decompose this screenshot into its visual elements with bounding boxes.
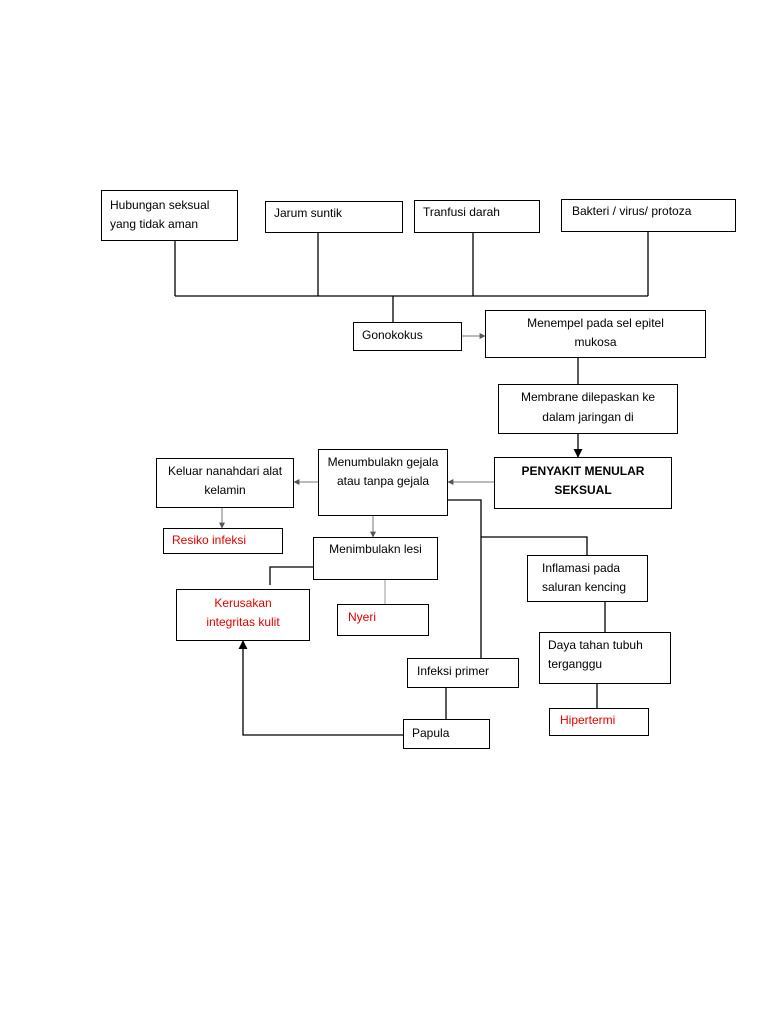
node-menempel: Menempel pada sel epitel mukosa — [485, 310, 706, 358]
node-hipertermi-label: Hipertermi — [560, 713, 616, 727]
node-hipertermi: Hipertermi — [549, 708, 649, 736]
node-tranfusi-label: Tranfusi darah — [423, 205, 500, 219]
node-bakteri-label: Bakteri / virus/ protoza — [572, 204, 692, 218]
node-hubungan-label: Hubungan seksual yang tidak aman — [110, 198, 210, 231]
node-hubungan-seksual: Hubungan seksual yang tidak aman — [101, 190, 238, 241]
node-pms: PENYAKIT MENULAR SEKSUAL — [494, 457, 672, 509]
node-membrane: Membrane dilepaskan ke dalam jaringan di — [498, 384, 678, 434]
node-papula: Papula — [403, 719, 490, 749]
node-resiko-label: Resiko infeksi — [172, 533, 247, 547]
node-jarum-label: Jarum suntik — [274, 206, 343, 220]
node-menumbulakn-gejala: Menumbulakn gejala atau tanpa gejala — [318, 449, 448, 516]
node-lesi-label: Menimbulakn lesi — [329, 542, 422, 556]
node-nyeri-label: Nyeri — [348, 610, 377, 624]
node-inflamasi-label: Inflamasi pada saluran kencing — [542, 561, 627, 594]
node-daya-tahan: Daya tahan tubuh terganggu — [539, 632, 671, 684]
node-inflamasi: Inflamasi pada saluran kencing — [527, 555, 648, 602]
connector-lesi-kerusakan — [269, 566, 313, 585]
node-gonokokus-label: Gonokokus — [362, 328, 423, 342]
node-gonokokus: Gonokokus — [353, 322, 462, 351]
node-keluar-label: Keluar nanahdari alat kelamin — [167, 464, 283, 497]
node-menempel-label: Menempel pada sel epitel mukosa — [527, 316, 664, 349]
connector-menumbulakn-branch — [448, 499, 482, 658]
connector-papula-kerusakan — [238, 640, 403, 736]
node-bakteri-virus: Bakteri / virus/ protoza — [561, 199, 736, 232]
node-keluar-nanah: Keluar nanahdari alat kelamin — [156, 458, 294, 508]
node-papula-label: Papula — [412, 726, 450, 740]
node-jarum-suntik: Jarum suntik — [265, 201, 403, 233]
node-infeksi-primer: Infeksi primer — [407, 658, 519, 688]
node-resiko-infeksi: Resiko infeksi — [163, 528, 283, 554]
node-membrane-label: Membrane dilepaskan ke dalam jaringan di — [520, 390, 656, 424]
node-menumbulakn-label: Menumbulakn gejala atau tanpa gejala — [327, 455, 439, 488]
node-kerusakan-label: Kerusakan integritas kulit — [206, 596, 280, 629]
node-daya-label: Daya tahan tubuh terganggu — [548, 638, 643, 671]
node-pms-label: PENYAKIT MENULAR SEKSUAL — [521, 464, 645, 497]
node-infeksi-label: Infeksi primer — [417, 664, 490, 678]
connector-branch-inflamasi — [481, 536, 588, 555]
node-menimbulakn-lesi: Menimbulakn lesi — [313, 537, 438, 580]
node-kerusakan-integritas: Kerusakan integritas kulit — [176, 589, 310, 641]
node-nyeri: Nyeri — [337, 604, 429, 636]
node-tranfusi-darah: Tranfusi darah — [414, 200, 540, 233]
